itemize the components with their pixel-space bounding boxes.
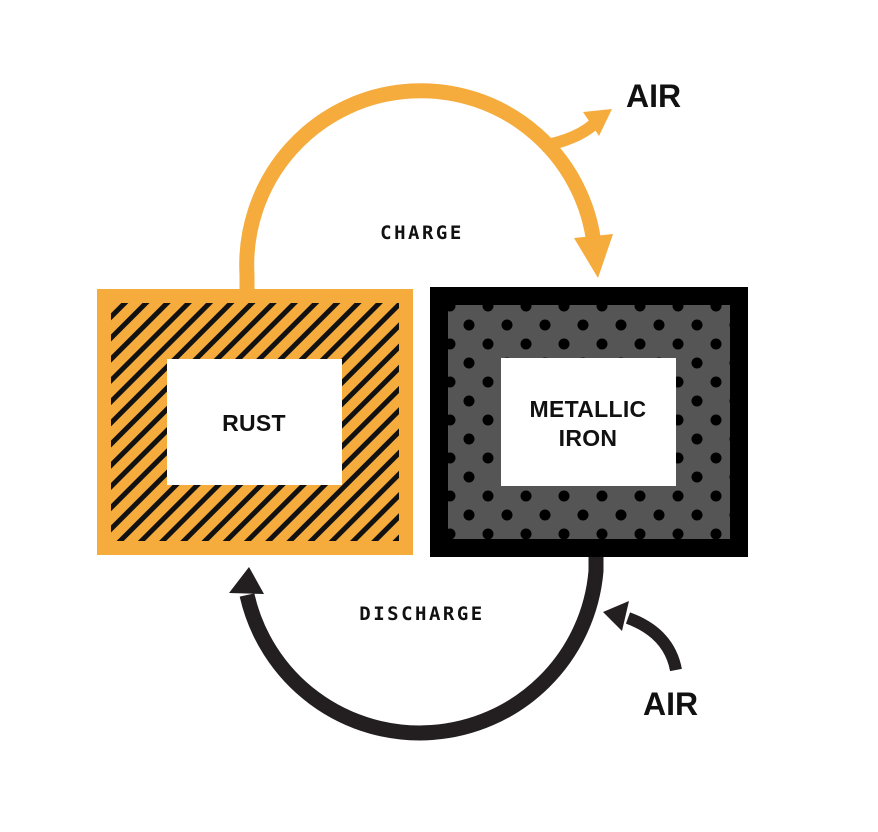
discharge-label: DISCHARGE	[359, 603, 484, 625]
charge-arrowhead	[574, 234, 613, 278]
discharge-air-arrow	[625, 612, 682, 672]
discharge-air-arrowhead	[603, 601, 629, 631]
charge-air-label: AIR	[626, 78, 681, 114]
discharge-arrow	[239, 556, 604, 741]
rust-box: RUST	[97, 289, 413, 555]
discharge-air-label: AIR	[643, 686, 698, 722]
iron-box: METALLIC IRON	[430, 287, 748, 557]
iron-label-line2: IRON	[559, 425, 618, 451]
charge-label: CHARGE	[380, 222, 464, 244]
charge-air-arrowhead	[583, 109, 612, 136]
rust-label: RUST	[222, 410, 286, 436]
iron-label-line1: METALLIC	[530, 396, 647, 422]
discharge-arrowhead	[229, 567, 264, 594]
charge-arrow	[239, 83, 603, 290]
charge-air-arrow	[540, 120, 597, 152]
